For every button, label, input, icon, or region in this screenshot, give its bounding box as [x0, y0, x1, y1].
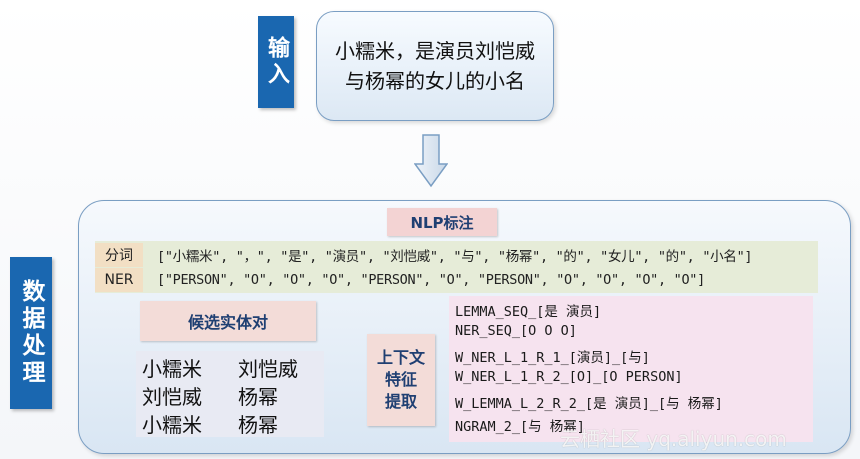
context-tag-line: 特征 [384, 370, 417, 389]
feature-item: LEMMA_SEQ_[是 演员] [455, 304, 602, 320]
candidate-pairs-list: 小糯米 刘恺威 刘恺威 杨幂 小糯米 杨幂 [136, 351, 324, 437]
nlp-tag: NLP标注 [387, 208, 497, 236]
ner-value: ["PERSON", "O", "O", "O", "PERSON", "O",… [157, 272, 705, 288]
context-tag-line: 提取 [384, 392, 417, 411]
pair-entity-b: 刘恺威 [238, 357, 298, 381]
pair-entity-a: 刘恺威 [142, 385, 202, 409]
pair-entity-b: 杨幂 [238, 385, 278, 409]
input-sentence-box: 小糯米，是演员刘恺威与杨幂的女儿的小名 [316, 11, 554, 121]
candidate-pairs-tag: 候选实体对 [140, 301, 316, 341]
candidate-pair: 小糯米 杨幂 [142, 409, 278, 438]
ner-label: NER [95, 268, 143, 292]
feature-item: W_LEMMA_L_2_R_2_[是 演员]_[与 杨幂] [455, 396, 723, 412]
segmentation-row: 分词 ["小糯米", "，", "是", "演员", "刘恺威", "与", "… [95, 243, 753, 267]
segmentation-value: ["小糯米", "，", "是", "演员", "刘恺威", "与", "杨幂"… [157, 249, 753, 265]
feature-item: NER_SEQ_[O O O] [455, 323, 577, 339]
features-list: LEMMA_SEQ_[是 演员] NER_SEQ_[O O O] W_NER_L… [449, 296, 813, 442]
input-sentence: 小糯米，是演员刘恺威与杨幂的女儿的小名 [335, 39, 535, 93]
down-arrow-icon [414, 134, 448, 188]
pair-entity-b: 杨幂 [238, 413, 278, 437]
input-label: 输入 [258, 16, 294, 108]
pair-entity-a: 小糯米 [142, 413, 202, 437]
pair-entity-a: 小糯米 [142, 357, 202, 381]
watermark: 云栖社区 yq.aliyun.com [560, 427, 787, 451]
feature-item: NGRAM_2_[与 杨幂] [455, 419, 585, 435]
feature-item: W_NER_L_1_R_1_[演员]_[与] [455, 350, 650, 366]
processing-label: 数据处理 [10, 257, 52, 409]
context-tag-line: 上下文 [376, 348, 425, 367]
candidate-pair: 刘恺威 杨幂 [142, 381, 278, 410]
segmentation-label: 分词 [95, 243, 143, 267]
ner-row: NER ["PERSON", "O", "O", "O", "PERSON", … [95, 268, 705, 292]
candidate-pair: 小糯米 刘恺威 [142, 353, 298, 382]
token-band: 分词 ["小糯米", "，", "是", "演员", "刘恺威", "与", "… [95, 241, 818, 293]
context-feature-tag: 上下文 特征 提取 [367, 334, 435, 426]
feature-item: W_NER_L_1_R_2_[O]_[O PERSON] [455, 369, 683, 385]
